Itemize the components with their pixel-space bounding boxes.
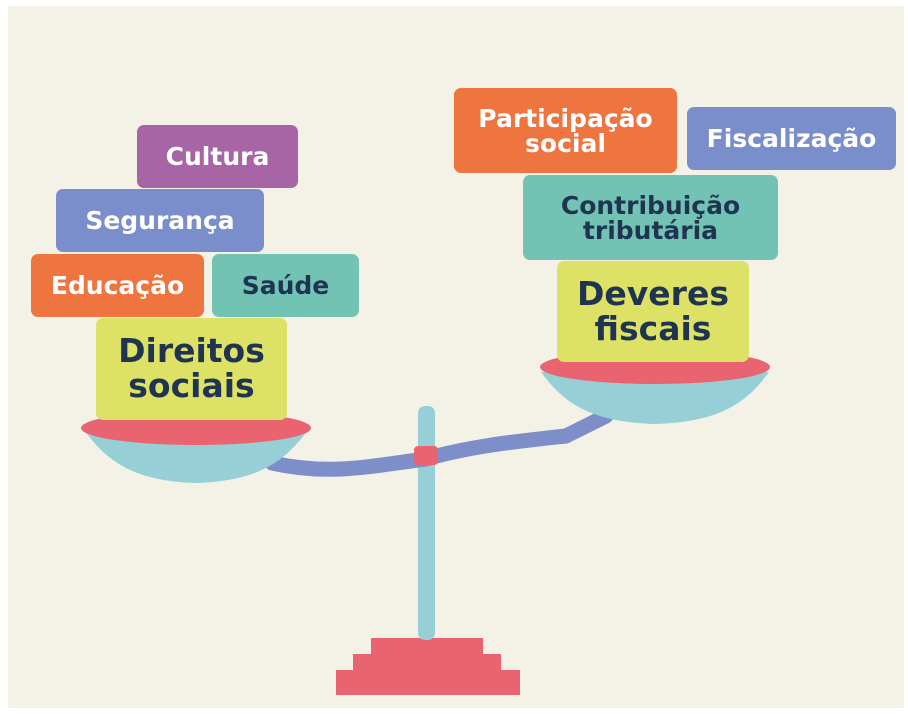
block-fiscalizacao: Fiscalização bbox=[687, 107, 896, 170]
block-deveres-fiscais: Deveres fiscais bbox=[557, 261, 749, 362]
block-educacao: Educação bbox=[31, 254, 204, 317]
block-saude: Saúde bbox=[212, 254, 359, 317]
block-cultura: Cultura bbox=[137, 125, 298, 188]
left-pan bbox=[81, 411, 311, 483]
scale-pivot bbox=[414, 446, 438, 465]
block-direitos-sociais: Direitos sociais bbox=[96, 318, 287, 420]
scale-pole bbox=[418, 406, 435, 640]
block-participacao-social: Participação social bbox=[454, 88, 677, 173]
scale-beam bbox=[264, 408, 614, 477]
scale-base bbox=[336, 638, 520, 695]
block-contribuicao-tributaria: Contribuição tributária bbox=[523, 175, 778, 260]
block-seguranca: Segurança bbox=[56, 189, 264, 252]
